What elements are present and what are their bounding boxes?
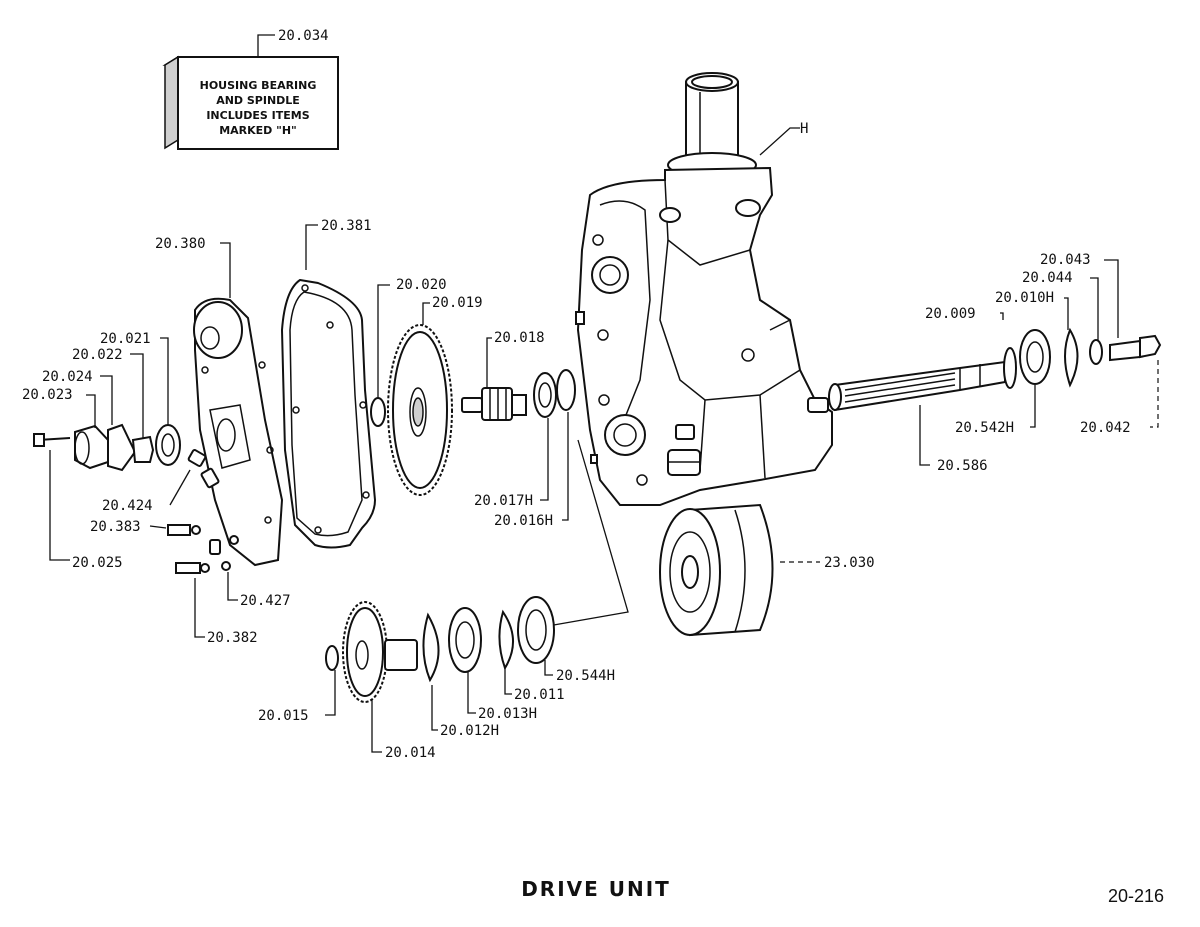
part-label-h: H	[800, 121, 808, 137]
leader-20-009	[1000, 312, 1004, 320]
part-label-20-034: 20.034	[278, 28, 329, 44]
leader-20-018	[486, 337, 492, 388]
note-line-4: MARKED "H"	[219, 124, 297, 137]
part-label-20-021: 20.021	[100, 331, 151, 347]
part-label-20-380: 20.380	[155, 236, 206, 252]
leader-20-023	[86, 394, 96, 428]
part-label-20-020: 20.020	[396, 277, 447, 293]
leader-20-586	[919, 405, 930, 466]
leader-20-427	[227, 572, 238, 601]
drive-wheel	[659, 503, 774, 637]
lower-gear-assembly	[325, 596, 555, 703]
leader-20-382	[194, 578, 205, 638]
leader-20-014	[371, 700, 382, 753]
leader-20-380	[220, 242, 231, 298]
leader-20-016h	[562, 412, 569, 521]
splined-shaft	[828, 360, 1006, 412]
part-label-20-012h: 20.012H	[440, 723, 499, 739]
leader-20-381	[305, 224, 318, 270]
leader-20-020	[377, 284, 390, 398]
part-label-20-015: 20.015	[258, 708, 309, 724]
leader-h	[759, 127, 800, 156]
page-number: 20-216	[1108, 886, 1164, 906]
part-label-20-542h: 20.542H	[955, 420, 1014, 436]
gasket	[280, 278, 377, 549]
part-label-20-011: 20.011	[514, 687, 565, 703]
leader-20-022	[130, 353, 144, 438]
leader-20-042	[1150, 360, 1159, 428]
pinion-gear	[461, 369, 576, 421]
leader-housing-bearing	[547, 439, 629, 627]
leader-20-024	[100, 375, 113, 425]
part-label-20-427: 20.427	[240, 593, 291, 609]
note-line-1: HOUSING BEARING	[200, 79, 317, 92]
part-label-20-016h: 20.016H	[494, 513, 553, 529]
part-label-20-381: 20.381	[321, 218, 372, 234]
leader-20-034	[257, 34, 275, 57]
part-label-20-023: 20.023	[22, 387, 73, 403]
part-label-20-383: 20.383	[90, 519, 141, 535]
cover-small-parts	[33, 423, 239, 574]
leader-20-043	[1104, 259, 1119, 338]
part-label-20-009: 20.009	[925, 306, 976, 322]
part-label-20-043: 20.043	[1040, 252, 1091, 268]
part-label-20-024: 20.024	[42, 369, 93, 385]
leader-20-542h	[1030, 385, 1036, 428]
part-label-20-022: 20.022	[72, 347, 123, 363]
part-label-20-042: 20.042	[1080, 420, 1131, 436]
leader-20-012h	[431, 685, 438, 731]
note-line-2: AND SPINDLE	[216, 94, 300, 107]
leader-20-013h	[467, 672, 476, 714]
part-label-20-010h: 20.010H	[995, 290, 1054, 306]
leader-20-424	[169, 469, 191, 506]
leader-20-383	[149, 525, 167, 529]
leader-20-544h	[544, 660, 553, 676]
leader-20-010h	[1064, 297, 1069, 330]
part-label-20-044: 20.044	[1022, 270, 1073, 286]
part-label-23-030: 23.030	[824, 555, 875, 571]
part-label-20-544h: 20.544H	[556, 668, 615, 684]
note-line-3: INCLUDES ITEMS	[206, 109, 309, 122]
leader-20-015	[325, 670, 336, 716]
diagram-title: DRIVE UNIT	[521, 877, 671, 901]
part-label-20-382: 20.382	[207, 630, 258, 646]
part-label-20-014: 20.014	[385, 745, 436, 761]
cover-plate	[193, 297, 284, 567]
part-label-20-018: 20.018	[494, 330, 545, 346]
leader-20-044	[1090, 277, 1099, 340]
leader-20-021	[160, 337, 169, 425]
leader-20-017h	[540, 418, 549, 501]
gear-housing	[575, 72, 833, 506]
leader-20-011	[504, 668, 512, 695]
shaft-bearing-set	[1003, 327, 1162, 389]
part-label-20-424: 20.424	[102, 498, 153, 514]
leader-20-019	[422, 302, 430, 325]
part-label-20-019: 20.019	[432, 295, 483, 311]
note-box: HOUSING BEARING AND SPINDLE INCLUDES ITE…	[162, 55, 339, 150]
part-label-20-025: 20.025	[72, 555, 123, 571]
part-label-20-013h: 20.013H	[478, 706, 537, 722]
part-label-20-586: 20.586	[937, 458, 988, 474]
bull-gear	[370, 324, 453, 496]
part-label-20-017h: 20.017H	[474, 493, 533, 509]
leader-20-025	[49, 450, 70, 561]
